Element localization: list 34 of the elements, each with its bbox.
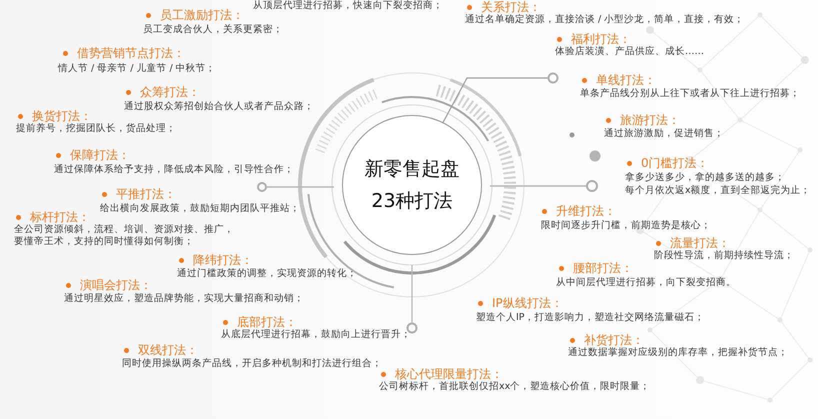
strategy-title: IP纵线打法： <box>492 296 563 310</box>
strategy-title: 降纬打法： <box>193 253 253 267</box>
strategy-description: 同时使用操纵两条产品线，开启多种机制和打法进行组合； <box>122 358 382 370</box>
strategy-description: 全公司资源倾斜，流程、培训、资源对接、推广，要懂帝王术，支持的同时懂得如何制衡； <box>14 224 235 248</box>
strategy-title: 腰部打法： <box>573 261 633 275</box>
strategy-title: 众筹打法： <box>140 85 200 99</box>
strategy-title: 核心代理限量打法： <box>395 367 503 381</box>
strategy-title: 升维打法： <box>556 204 616 218</box>
strategy-description: 从顶层代理进行招募，快速向下裂变招商； <box>253 0 443 12</box>
strategy-description: 通过明星效应，塑造品牌势能，实现大量招商和动销； <box>64 293 304 305</box>
strategy-title: 演唱会打法： <box>80 278 152 292</box>
strategy-description: 给出横向发展政策，鼓励短期内团队平推站； <box>100 203 300 215</box>
strategy-title: 保障打法： <box>70 148 130 162</box>
strategy-title: 福利打法： <box>571 32 631 46</box>
strategy-title: 底部打法： <box>237 315 297 329</box>
strategy-title: 关系打法： <box>481 0 541 14</box>
strategy-description: 通过保障体系给予支持，降低成本风险，引导性合作； <box>54 164 294 176</box>
strategy-title: 标杆打法： <box>30 210 90 224</box>
strategy-title: 双线打法： <box>138 343 198 357</box>
strategy-description: 通过门槛政策的调整，实现资源的转化； <box>177 268 357 280</box>
center-circle <box>342 115 482 255</box>
strategy-description: 通过股权众筹招创始合伙人或者产品众路； <box>124 101 314 113</box>
strategy-description: 员工变成合伙人，关系更紧密； <box>143 24 283 36</box>
strategy-description: 情人节 / 母亲节 / 儿童节 / 中秋节； <box>58 63 216 75</box>
center-title: 新零售起盘23种打法 <box>364 157 460 214</box>
strategy-title: 平推打法： <box>116 187 176 201</box>
strategy-title: 借势营销节点打法： <box>77 46 185 60</box>
strategy-description: 通过名单确定资源，直接洽谈 / 小型沙龙，简单，直接，有效； <box>465 14 744 26</box>
strategy-description: 提前养号，挖掘团队长，货品处理； <box>16 123 176 135</box>
strategy-description: 从底层代理进行招幕，鼓励向上进行晋升； <box>221 329 411 341</box>
strategy-description: 公司树标杆，首批联创仅招xx个，塑造核心价值，限时限量； <box>379 381 650 393</box>
strategy-title: 补货打法： <box>584 333 644 347</box>
strategy-title: 换货打法： <box>32 109 92 123</box>
strategy-title: 员工激励打法： <box>160 8 244 22</box>
